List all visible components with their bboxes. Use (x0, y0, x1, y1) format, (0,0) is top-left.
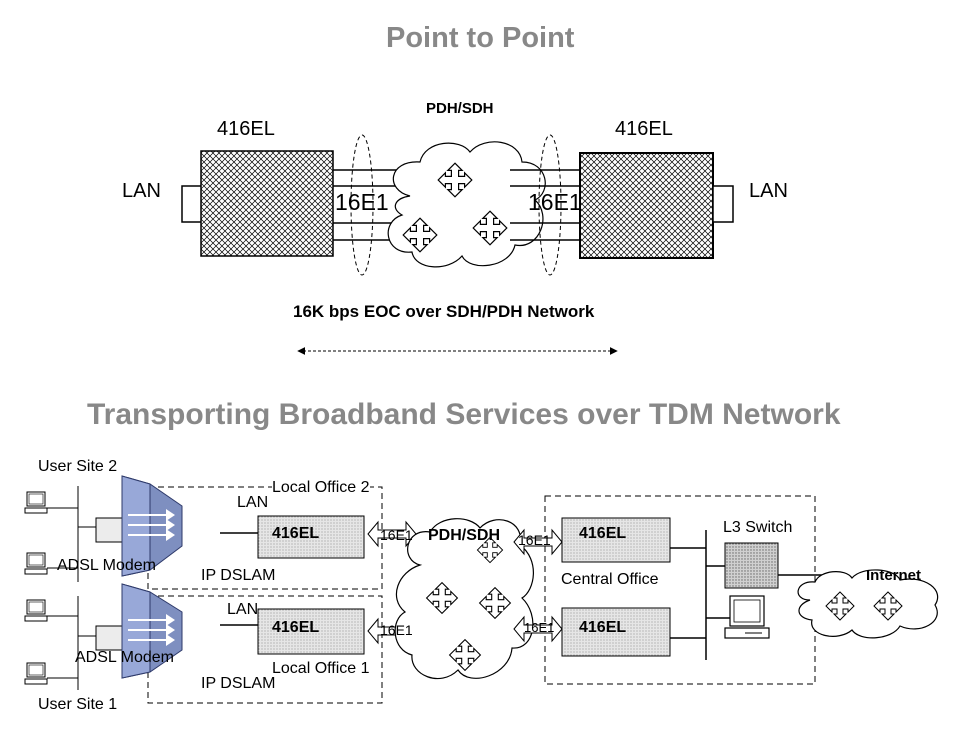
user-site-1-network (24, 596, 129, 690)
co-lower-device-label: 416EL (579, 619, 627, 636)
ip-dslam-label-upper: IP DSLAM (201, 567, 276, 584)
right-device-label: 416EL (615, 118, 673, 140)
management-pc-icon (724, 595, 770, 639)
pc-icon (24, 662, 48, 685)
lo2-device-label: 416EL (272, 525, 320, 542)
ip-dslam-label-lower: IP DSLAM (201, 675, 276, 692)
right-lan-port (712, 185, 734, 223)
l3-switch-device (724, 542, 779, 589)
l3-switch-label: L3 Switch (723, 519, 793, 536)
central-office-lower-416el (561, 607, 671, 657)
e1-label-lo2: 16E1 (380, 527, 413, 543)
left-e1-bundle-ellipse (350, 134, 374, 276)
diagram-title-bottom: Transporting Broadband Services over TDM… (87, 398, 841, 431)
broadband-section (24, 475, 939, 704)
lan-label-upper: LAN (237, 494, 269, 511)
user-site-2-label: User Site 2 (38, 458, 118, 475)
lan-label-lower: LAN (227, 601, 259, 618)
pdh-sdh-cloud-top (387, 141, 546, 268)
e1-label-co-lower: 16E1 (524, 620, 555, 635)
diagram-title-top: Point to Point (386, 22, 575, 54)
pc-icon (24, 552, 48, 575)
right-lan-label: LAN (749, 180, 788, 202)
right-e1-label: 16E1 (528, 189, 582, 215)
central-office-label: Central Office (561, 571, 659, 588)
point-to-point-section (181, 134, 734, 355)
adsl-modem-label-upper: ADSL Modem (57, 557, 156, 574)
pdh-sdh-label-top: PDH/SDH (426, 100, 494, 117)
left-lan-port (181, 185, 203, 223)
e1-label-lo1: 16E1 (380, 622, 413, 638)
eoc-caption: 16K bps EOC over SDH/PDH Network (293, 302, 595, 321)
right-e1-bundle-ellipse (538, 134, 562, 276)
local-office-2-label: Local Office 2 (272, 479, 370, 497)
internet-label: Internet (866, 567, 922, 584)
internet-cloud (797, 569, 939, 639)
pdh-sdh-label-bottom: PDH/SDH (428, 527, 501, 544)
local-office-1-label: Local Office 1 (272, 660, 370, 677)
left-lan-label: LAN (122, 180, 161, 202)
local-office-2-416el (257, 515, 365, 559)
pc-icon (24, 491, 48, 514)
co-upper-device-label: 416EL (579, 525, 627, 542)
right-e1-lines (510, 169, 580, 241)
right-416el-device (579, 152, 714, 259)
pc-icon (24, 599, 48, 622)
lo1-device-label: 416EL (272, 619, 320, 636)
e1-label-co-upper: 16E1 (518, 532, 551, 548)
left-416el-device (200, 150, 334, 257)
left-e1-label: 16E1 (335, 189, 389, 215)
local-office-1-416el (257, 608, 365, 655)
central-office-upper-416el (561, 517, 671, 563)
ip-dslam-upper-device (121, 475, 183, 577)
adsl-modem-label-lower: ADSL Modem (75, 649, 174, 666)
user-site-1-label: User Site 1 (38, 696, 118, 713)
left-device-label: 416EL (217, 118, 275, 140)
ip-dslam-lower-device (121, 583, 183, 679)
